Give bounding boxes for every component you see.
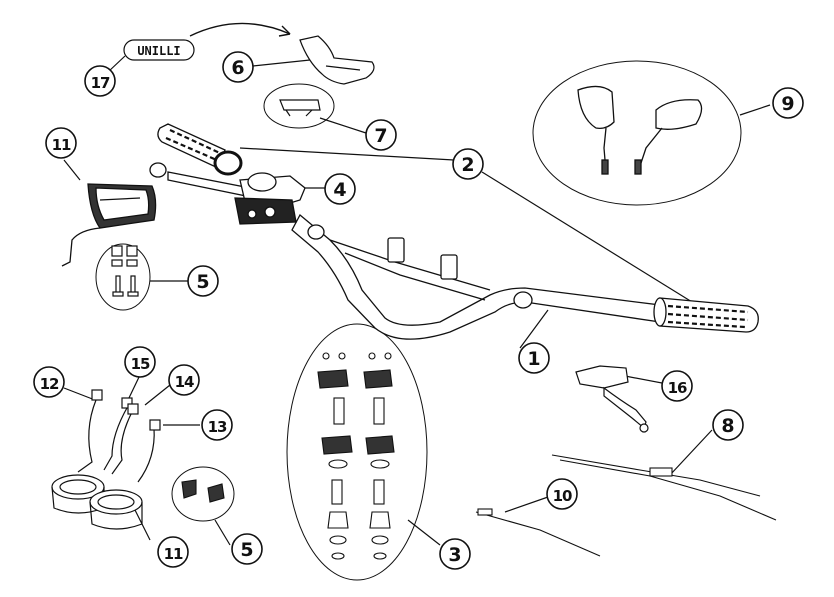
callout-12: 12 [33, 366, 65, 398]
bracket-part [299, 35, 375, 85]
callout-label-13: 13 [208, 418, 227, 436]
bracket-ellipse [263, 83, 335, 129]
right-grip-part [653, 297, 759, 333]
choke-cable-part [475, 508, 601, 557]
callout-label-9: 9 [781, 93, 794, 115]
callout-11-bottom: 11 [157, 536, 189, 568]
callout-17: 17 [84, 65, 116, 97]
callout-label-7: 7 [374, 125, 387, 147]
speedometer-part [61, 183, 157, 267]
callout-label-1: 1 [527, 348, 540, 370]
callout-label-17: 17 [91, 74, 110, 92]
callout-13: 13 [201, 409, 233, 441]
gauge-cluster-part [51, 389, 161, 530]
switch-assembly-part [149, 162, 306, 225]
callout-4: 4 [324, 173, 356, 205]
callout-label-8: 8 [721, 415, 734, 437]
callout-10: 10 [546, 478, 578, 510]
callout-15: 15 [124, 346, 156, 378]
throttle-cable-part [551, 454, 777, 521]
callout-9: 9 [772, 87, 804, 119]
callout-8: 8 [712, 409, 744, 441]
callout-5-top: 5 [187, 265, 219, 297]
callout-label-4: 4 [333, 179, 346, 201]
clamp-hardware-ellipse [286, 323, 428, 581]
callout-label-2: 2 [461, 154, 474, 176]
curved-arrow [189, 22, 291, 37]
warning-tag-part: UNILLI [123, 39, 195, 61]
mirrors-part [577, 85, 703, 175]
callout-11-top: 11 [45, 127, 77, 159]
callout-6: 6 [222, 51, 254, 83]
callout-5-bottom: 5 [231, 533, 263, 565]
bolts-part [111, 245, 139, 297]
small-bracket-part [279, 99, 321, 117]
callout-label-11-bottom: 11 [164, 545, 183, 563]
callout-label-12: 12 [40, 375, 59, 393]
clamp-hardware-part [317, 352, 395, 560]
bolt-group-ellipse [95, 243, 151, 311]
clutch-lever-part [575, 365, 649, 433]
callout-label-6: 6 [231, 57, 244, 79]
callout-label-5-bottom: 5 [240, 539, 253, 561]
callout-3: 3 [439, 538, 471, 570]
callout-label-5-top: 5 [196, 271, 209, 293]
callout-14: 14 [168, 364, 200, 396]
bulb-group-ellipse [171, 466, 235, 522]
handlebar-part [291, 213, 661, 340]
callout-7: 7 [365, 119, 397, 151]
mirror-group-ellipse [532, 60, 742, 206]
warning-tag-label: UNILLI [137, 44, 180, 58]
leader-lines [63, 55, 771, 546]
callout-label-16: 16 [668, 379, 687, 397]
callout-label-15: 15 [131, 355, 150, 373]
callout-1: 1 [518, 342, 550, 374]
callout-16: 16 [661, 370, 693, 402]
callout-label-3: 3 [448, 544, 461, 566]
left-grip-part [157, 123, 243, 176]
bulbs-part [181, 479, 225, 503]
callout-label-11-top: 11 [52, 136, 71, 154]
callout-2: 2 [452, 148, 484, 180]
callout-label-10: 10 [553, 487, 572, 505]
callout-label-14: 14 [175, 373, 194, 391]
